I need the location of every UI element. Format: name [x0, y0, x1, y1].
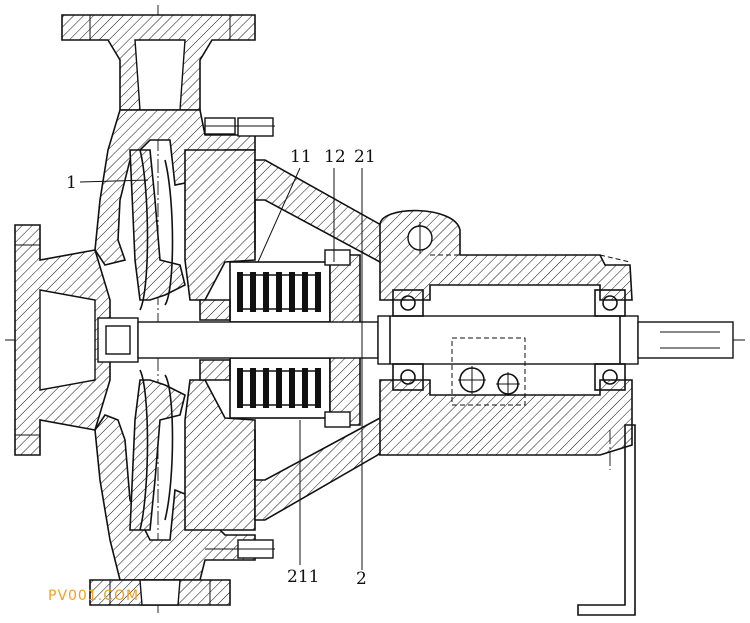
shaft [137, 315, 734, 365]
discharge-flange [61, 14, 256, 111]
seal-spring-lower [237, 368, 321, 408]
label-part-211: 211 [287, 567, 319, 587]
bearing-rear [594, 289, 626, 391]
bearing-housing [379, 209, 633, 456]
label-part-12: 12 [324, 147, 346, 167]
suction-flange [14, 224, 111, 456]
volute-casing [94, 109, 256, 581]
label-part-2: 2 [356, 569, 367, 589]
seal-spring-upper [237, 272, 321, 312]
mechanical-seal [229, 254, 361, 426]
bearing-front [392, 289, 424, 391]
label-part-21: 21 [354, 147, 376, 167]
label-part-11: 11 [290, 147, 312, 167]
leader-lines [79, 167, 363, 570]
impeller [97, 149, 174, 531]
watermark-text: PV001.COM [48, 588, 139, 604]
flange-bolts [204, 117, 351, 559]
bottom-flange [89, 579, 231, 606]
oil-sight-glass [451, 337, 526, 406]
back-cover [184, 149, 256, 531]
support-foot [577, 424, 636, 616]
label-part-1: 1 [66, 173, 77, 193]
